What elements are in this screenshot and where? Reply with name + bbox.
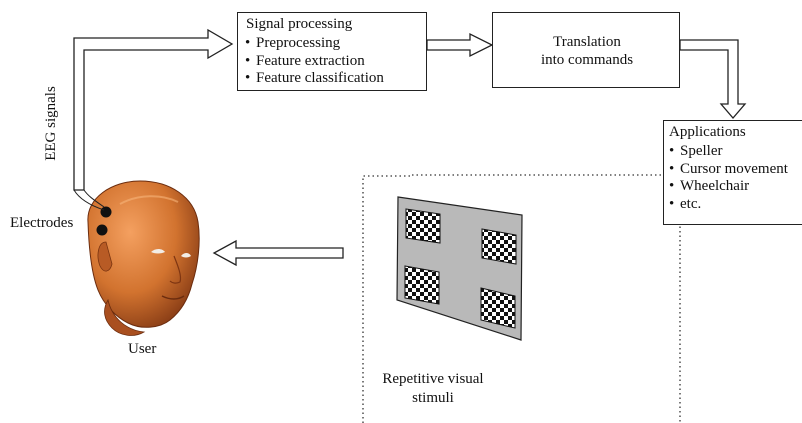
stimulus-panel: [396, 196, 523, 341]
stimuli-to-user-arrow: [212, 239, 344, 267]
user-label: User: [128, 341, 157, 357]
checkerboard-top-right: [481, 228, 517, 265]
list-item: Feature extraction: [244, 53, 384, 71]
list-item: Wheelchair: [668, 178, 788, 196]
translation-to-applications-arrow: [679, 39, 747, 119]
signal-processing-list: Preprocessing Feature extraction Feature…: [244, 35, 384, 88]
signal-processing-title: Signal processing: [246, 16, 353, 32]
list-item: Preprocessing: [244, 35, 384, 53]
checkerboard-top-left: [405, 208, 441, 244]
eeg-signals-label: EEG signals: [42, 86, 59, 161]
user-head-illustration: [87, 180, 200, 336]
electrode-lead: [73, 189, 105, 211]
electrode-2: [96, 224, 108, 236]
translation-box: Translation into commands: [492, 12, 680, 88]
applications-list: Speller Cursor movement Wheelchair etc.: [668, 143, 788, 213]
eeg-signal-arrow: [73, 28, 234, 191]
stimuli-label-line-2: stimuli: [412, 390, 454, 406]
list-item: Cursor movement: [668, 161, 788, 179]
list-item: Feature classification: [244, 70, 384, 88]
electrodes-label: Electrodes: [10, 215, 74, 231]
list-item: etc.: [668, 196, 788, 214]
list-item: Speller: [668, 143, 788, 161]
electrode-lead: [83, 189, 105, 208]
translation-line-1: Translation: [553, 34, 621, 50]
applications-title: Applications: [669, 124, 746, 140]
stimuli-frame: [362, 174, 681, 423]
electrode-1: [100, 206, 112, 218]
applications-box: Applications Speller Cursor movement Whe…: [663, 120, 802, 225]
checkerboard-bottom-left: [404, 265, 440, 305]
stimuli-label-line-1: Repetitive visual: [382, 371, 484, 387]
processing-to-translation-arrow: [426, 32, 494, 58]
signal-processing-box: Signal processing Preprocessing Feature …: [237, 12, 427, 91]
checkerboard-bottom-right: [480, 287, 516, 329]
translation-line-2: into commands: [540, 52, 634, 68]
